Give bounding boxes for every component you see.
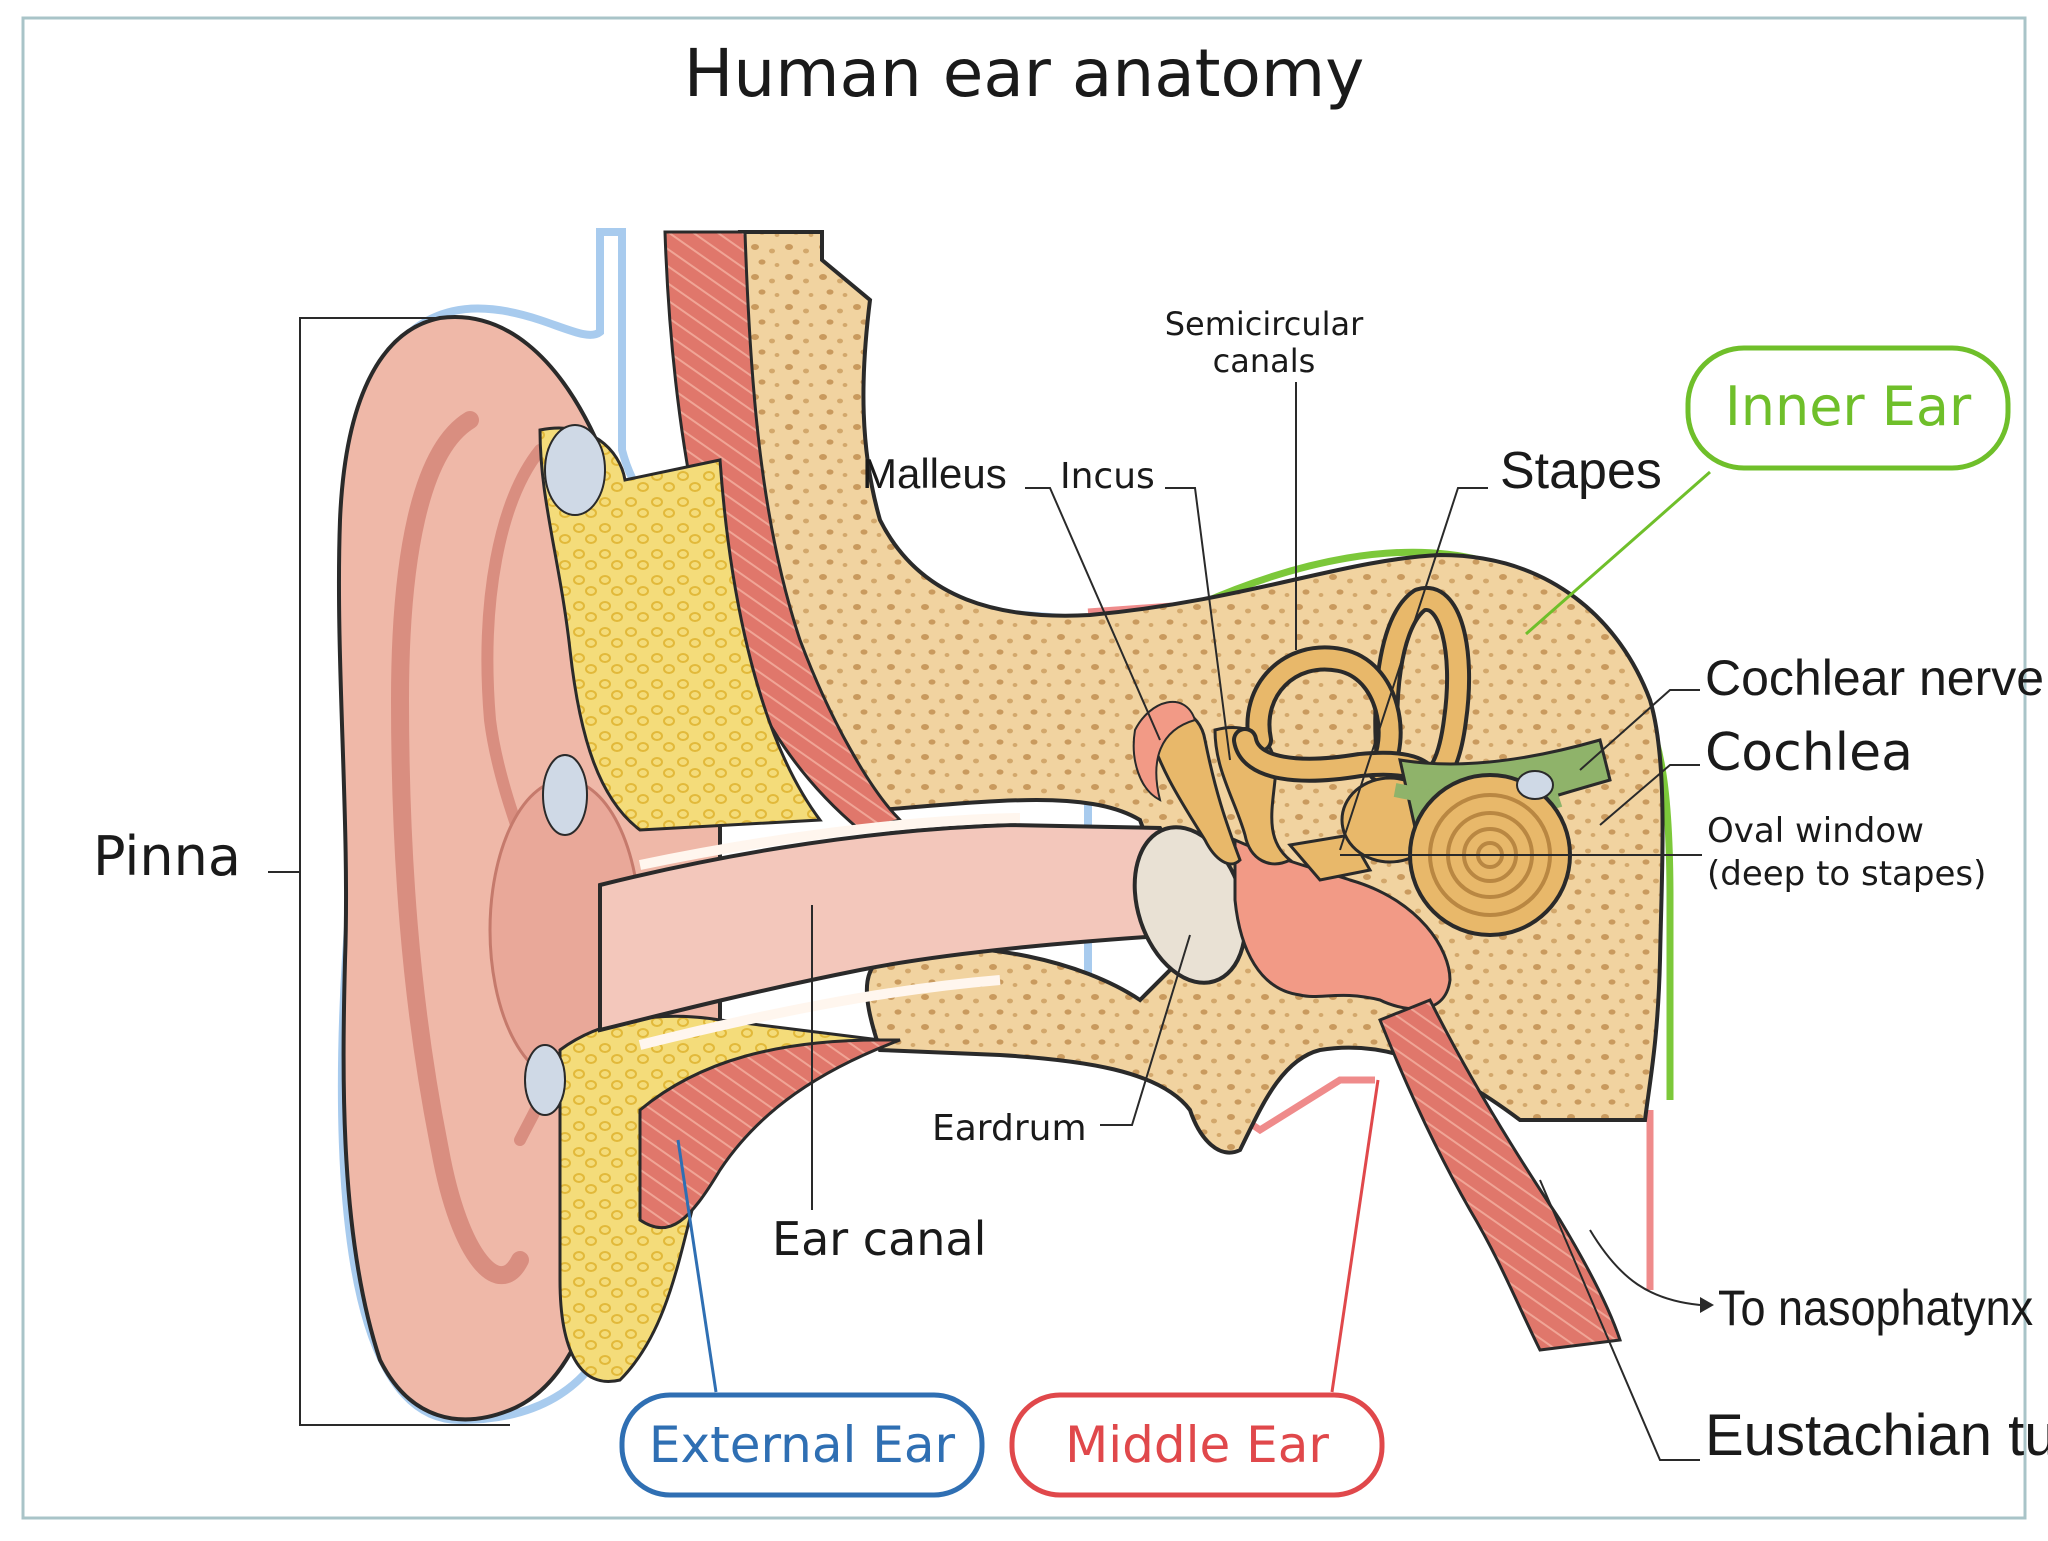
inner-ear-label: Inner Ear [1725,375,1972,438]
leader-eustachian-tube [1539,1179,1700,1461]
label-malleus: Malleus [862,450,1007,497]
external-ear-box [619,1392,985,1498]
label-oval-window-line1: Oval window [1707,811,1924,851]
middle-ear-connector [1330,1079,1380,1393]
label-cochlea: Cochlea [1705,723,1913,783]
muscle-band-lower [638,1038,901,1230]
arrow-to-nasopharynx [1700,1297,1714,1313]
label-semicircular-line1: Semicircular [1165,305,1364,343]
leader-stapes [1339,487,1488,851]
middle-ear-box [1009,1392,1385,1498]
cartilage-pad-1 [544,424,606,516]
label-to-nasopharynx: To nasophatynx [1718,1281,2033,1337]
ear-canal-lining-lower [638,975,1001,1050]
external-ear-connector [676,1139,718,1393]
eustachian-tube-shape [1378,998,1623,1352]
inner-ear-connector [1525,470,1711,636]
label-oval-window-line2: (deep to stapes) [1707,854,1986,894]
external-ear-label: External Ear [649,1416,956,1474]
label-ear-canal: Ear canal [772,1212,986,1266]
leader-to-nasopharynx [1589,1229,1701,1306]
leader-malleus [1025,487,1161,741]
pinna-helix-fold [390,411,529,1285]
middle-ear-label: Middle Ear [1065,1416,1329,1474]
muscle-blob [1132,701,1197,802]
leader-cochlear-nerve [1579,689,1700,771]
label-stapes: Stapes [1500,442,1662,500]
label-cochlear-nerve: Cochlear nerve [1705,650,2044,706]
leader-cochlea [1599,764,1700,826]
leader-incus [1165,487,1231,761]
leader-eardrum [1100,934,1191,1126]
cartilage-upper [538,426,823,832]
label-eardrum: Eardrum [932,1108,1087,1149]
oval-window-pad [1516,770,1554,800]
stapes-bone [1287,833,1373,882]
cartilage-pad-2 [542,754,588,836]
ear-canal-lining-upper [638,813,1021,870]
inner-ear-box [1685,345,2011,471]
diagram-title: Human ear anatomy [684,35,1365,112]
label-incus: Incus [1060,456,1155,497]
pinna-bracket [268,317,510,1426]
temporal-bone [737,230,1665,1155]
label-eustachian-tube: Eustachian tube [1705,1403,2048,1468]
label-semicircular-line2: canals [1213,342,1316,380]
label-pinna: Pinna [93,825,241,888]
cartilage-pad-3 [524,1044,566,1116]
